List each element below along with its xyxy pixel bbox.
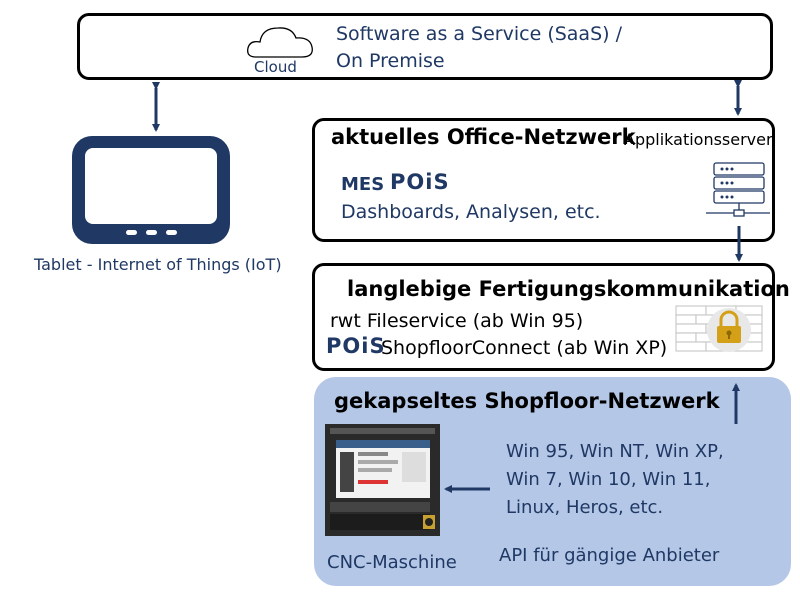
office-subtitle: Applikationsserver: [624, 130, 773, 149]
tablet-dot: [146, 230, 157, 235]
fertigung-line1: rwt Fileservice (ab Win 95): [330, 310, 584, 332]
tablet-dot: [166, 230, 177, 235]
os-line: Win 7, Win 10, Win 11,: [506, 469, 711, 490]
fertigung-title: langlebige Fertigungskommunikation: [347, 277, 790, 301]
api-text: API für gängige Anbieter: [499, 545, 720, 566]
tablet-device: [72, 136, 230, 244]
office-network-box: [312, 118, 775, 242]
os-line: Linux, Heros, etc.: [506, 497, 664, 518]
pois-logo: POiS: [326, 334, 386, 358]
saas-line1: Software as a Service (SaaS) /: [336, 23, 622, 45]
shopfloor-title: gekapseltes Shopfloor-Netzwerk: [334, 389, 720, 413]
saas-line2: On Premise: [336, 50, 445, 72]
os-line: Win 95, Win NT, Win XP,: [506, 441, 724, 462]
pois-logo: POiS: [390, 170, 450, 194]
tablet-screen: [85, 148, 217, 224]
machine-label: CNC-Maschine: [327, 552, 457, 573]
tablet-dot: [126, 230, 137, 235]
office-line2: Dashboards, Analysen, etc.: [341, 201, 601, 223]
cloud-box: [77, 13, 773, 80]
office-title: aktuelles Office-Netzwerk: [331, 125, 636, 149]
fertigung-line2: ShopfloorConnect (ab Win XP): [381, 337, 668, 359]
tablet-label: Tablet - Internet of Things (IoT): [34, 255, 282, 274]
cloud-label: Cloud: [254, 58, 297, 76]
mes-label: MES: [341, 174, 385, 195]
